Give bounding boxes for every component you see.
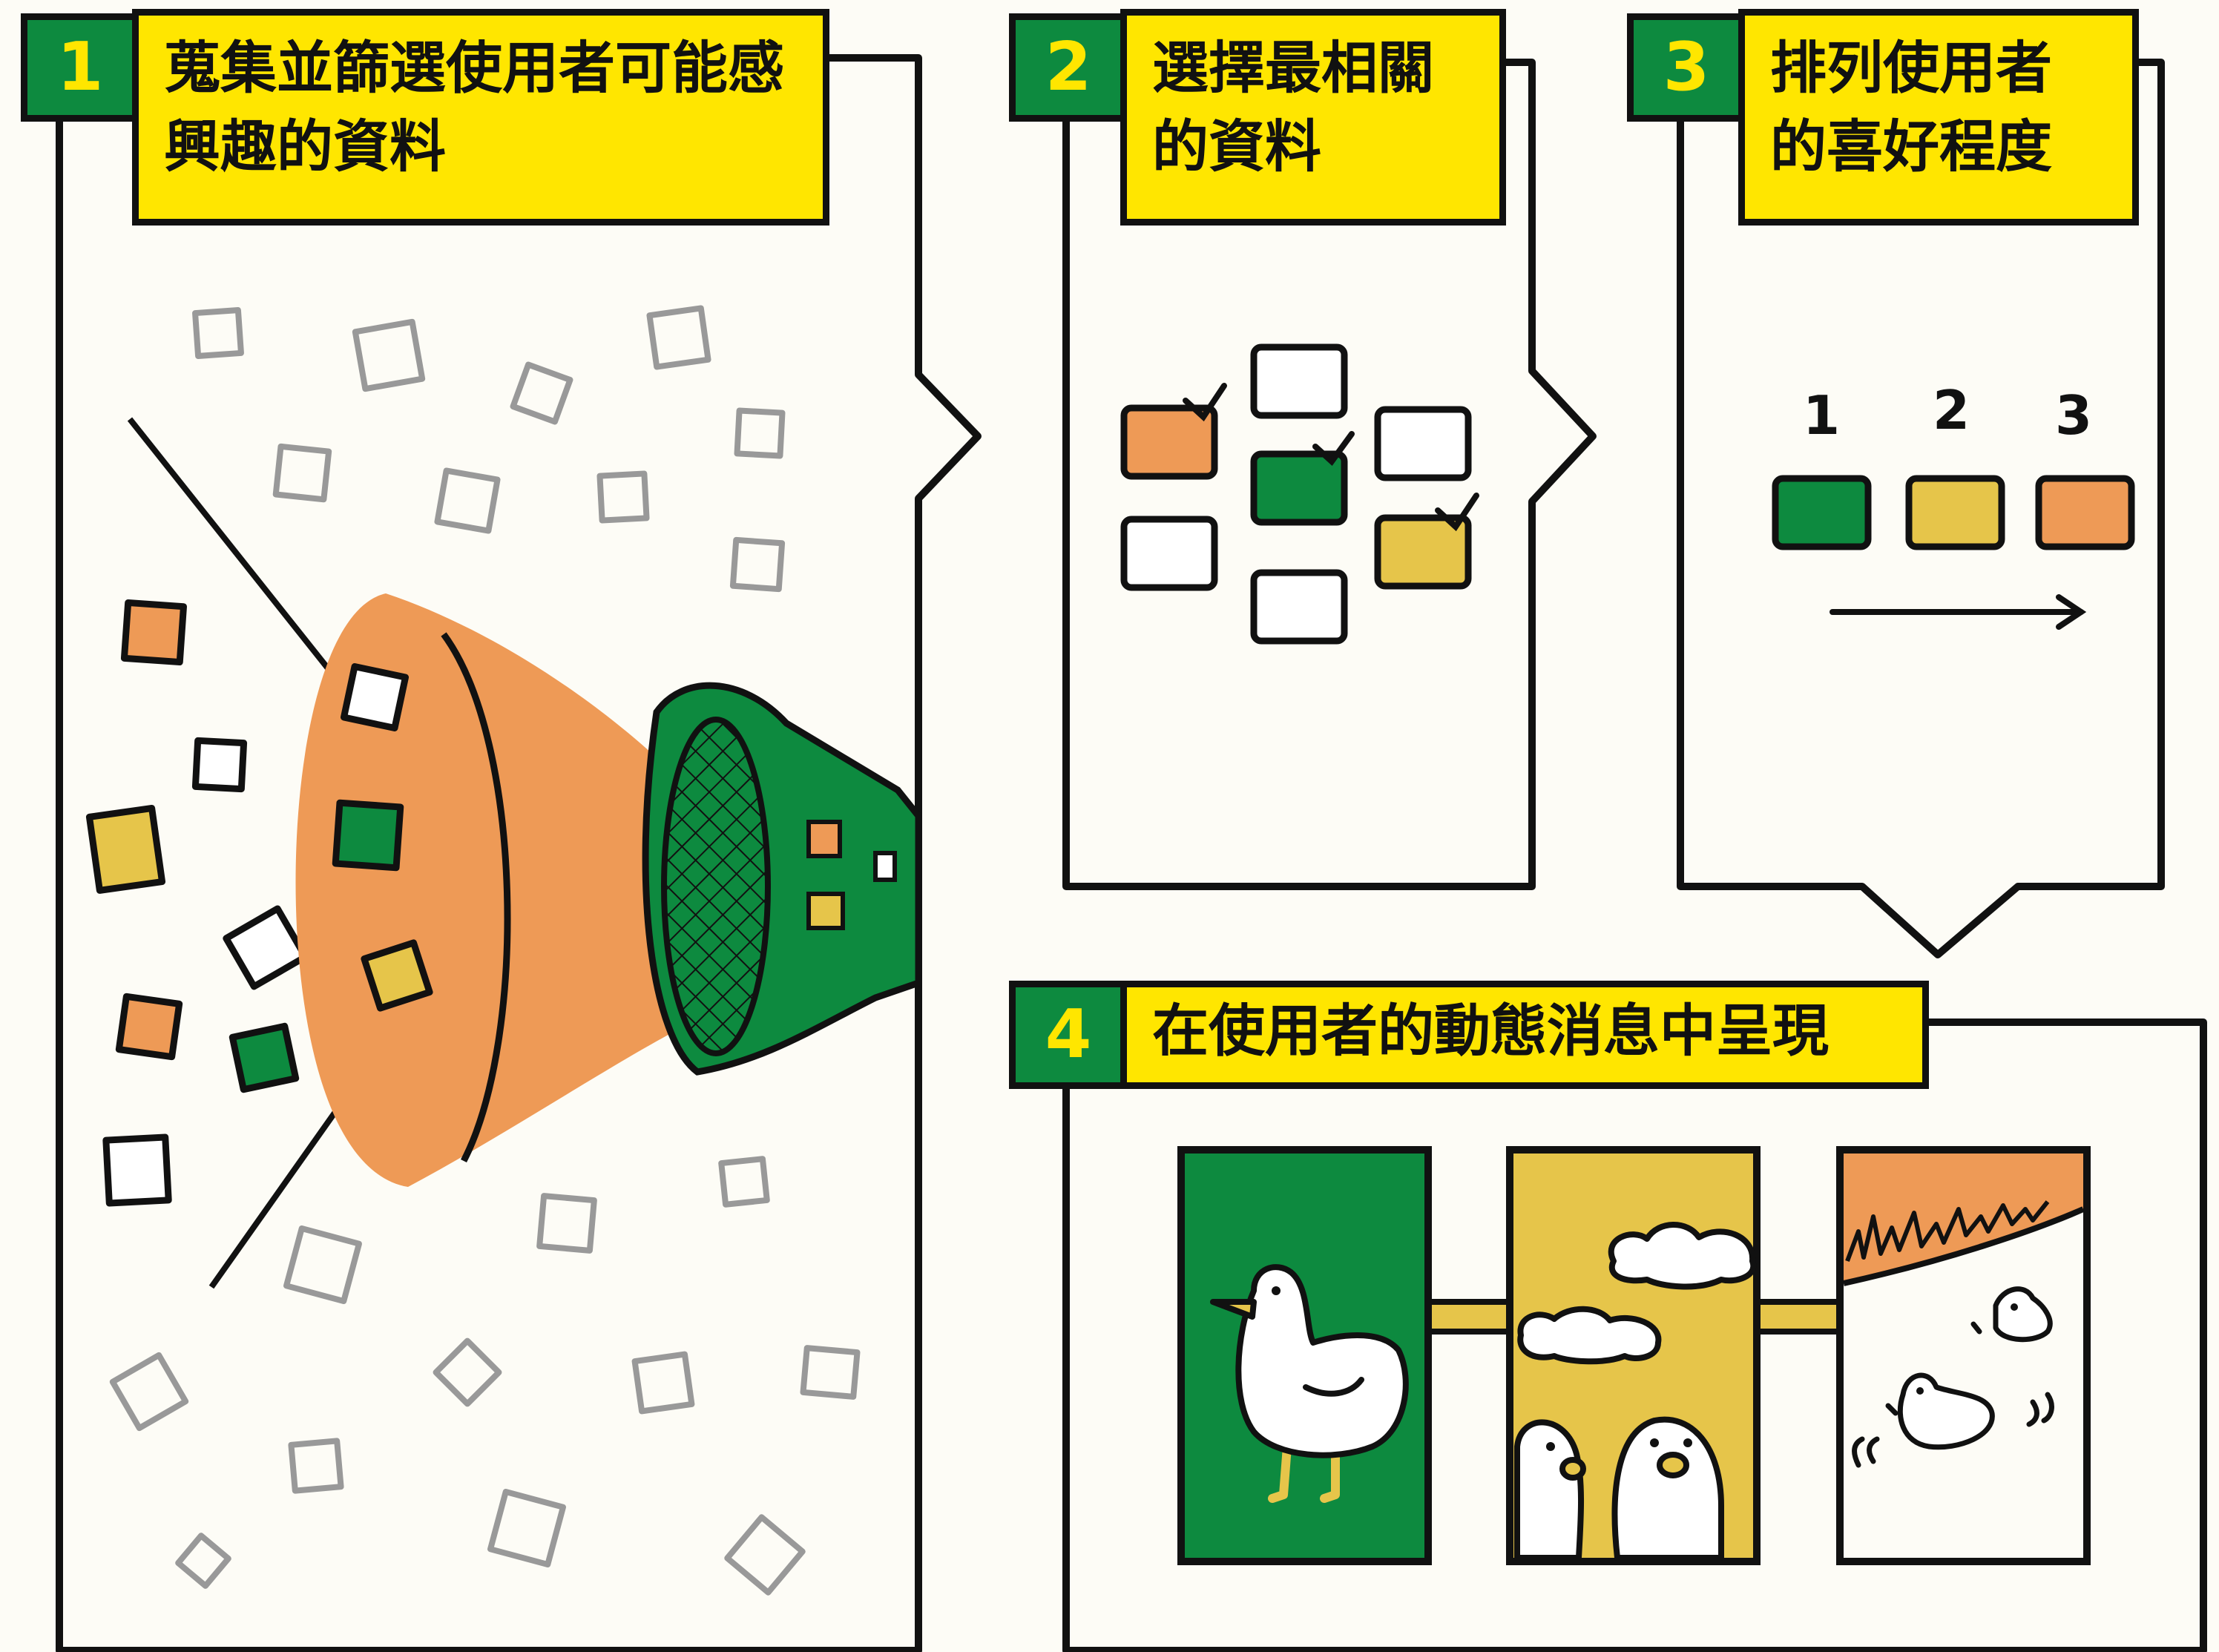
- step-1-number-badge: 1: [21, 13, 139, 122]
- rank-label-1: 1: [1803, 384, 1840, 447]
- step-3-title: 排列使用者的喜好程度: [1738, 9, 2139, 226]
- step-4-label: 4 在使用者的動態消息中呈現: [1009, 981, 1929, 1089]
- ranked-item-2: [1905, 475, 2005, 550]
- feed-card-orange: [1836, 1146, 2091, 1565]
- nozzle-item-orange: [806, 820, 842, 858]
- panel-2-frame: [1062, 59, 1597, 890]
- funnel-mesh-filter: [661, 717, 771, 1056]
- step-2-label: 2 選擇最相關的資料: [1009, 9, 1506, 226]
- panel-1-frame: [56, 54, 982, 1652]
- candidate-items: [1120, 343, 1472, 645]
- check-marks: [1183, 383, 1479, 532]
- ranked-item-1: [1772, 475, 1872, 550]
- item-orange-checked: [1120, 404, 1218, 480]
- step-2-title: 選擇最相關的資料: [1120, 9, 1506, 226]
- funnel-entering-items: [229, 662, 433, 1093]
- step-3-number: 3: [1663, 28, 1710, 106]
- funnel-rim: [441, 632, 511, 1163]
- step-3-number-badge: 3: [1627, 13, 1746, 122]
- step-1-title: 蒐集並篩選使用者可能感興趣的資料: [132, 9, 829, 226]
- panel-4-frame: [1062, 1018, 2207, 1652]
- step-1-label: 1 蒐集並篩選使用者可能感興趣的資料: [21, 9, 829, 226]
- rank-order-arrow: [1830, 594, 2087, 630]
- clouds: [1517, 1222, 1757, 1365]
- ranked-items: [1772, 475, 2135, 550]
- item-mustard-checked: [1374, 514, 1472, 590]
- ducks-peeking: [1514, 1416, 1724, 1561]
- feed-card-green: [1177, 1146, 1432, 1565]
- step-1-number: 1: [56, 28, 104, 106]
- step-4-number-badge: 4: [1009, 981, 1128, 1089]
- step-2-number: 2: [1045, 28, 1092, 106]
- relevant-data-items: [85, 599, 309, 1207]
- duck-standing: [1210, 1264, 1409, 1503]
- nozzle-item-mustard: [806, 892, 845, 930]
- step-4-title: 在使用者的動態消息中呈現: [1120, 981, 1929, 1089]
- ducks-swimming: [1852, 1286, 2054, 1468]
- ranked-item-3: [2035, 475, 2135, 550]
- rank-labels: 1 2 3: [1803, 379, 2092, 447]
- panel-3-frame: [1677, 59, 2165, 958]
- grass-blades: [1845, 1200, 2050, 1263]
- rank-label-3: 3: [2055, 384, 2092, 447]
- step-2-number-badge: 2: [1009, 13, 1128, 122]
- funnel-rim-line-top: [127, 417, 348, 692]
- rank-label-2: 2: [1933, 379, 1970, 441]
- step-3-label: 3 排列使用者的喜好程度: [1627, 9, 2139, 226]
- nozzle-item-white: [873, 851, 897, 882]
- feed-card-mustard: [1506, 1146, 1761, 1565]
- step-4-number: 4: [1045, 996, 1092, 1073]
- field-edge: [1843, 1206, 2085, 1286]
- scattered-data-items: [109, 305, 861, 1596]
- item-green-checked: [1250, 450, 1348, 526]
